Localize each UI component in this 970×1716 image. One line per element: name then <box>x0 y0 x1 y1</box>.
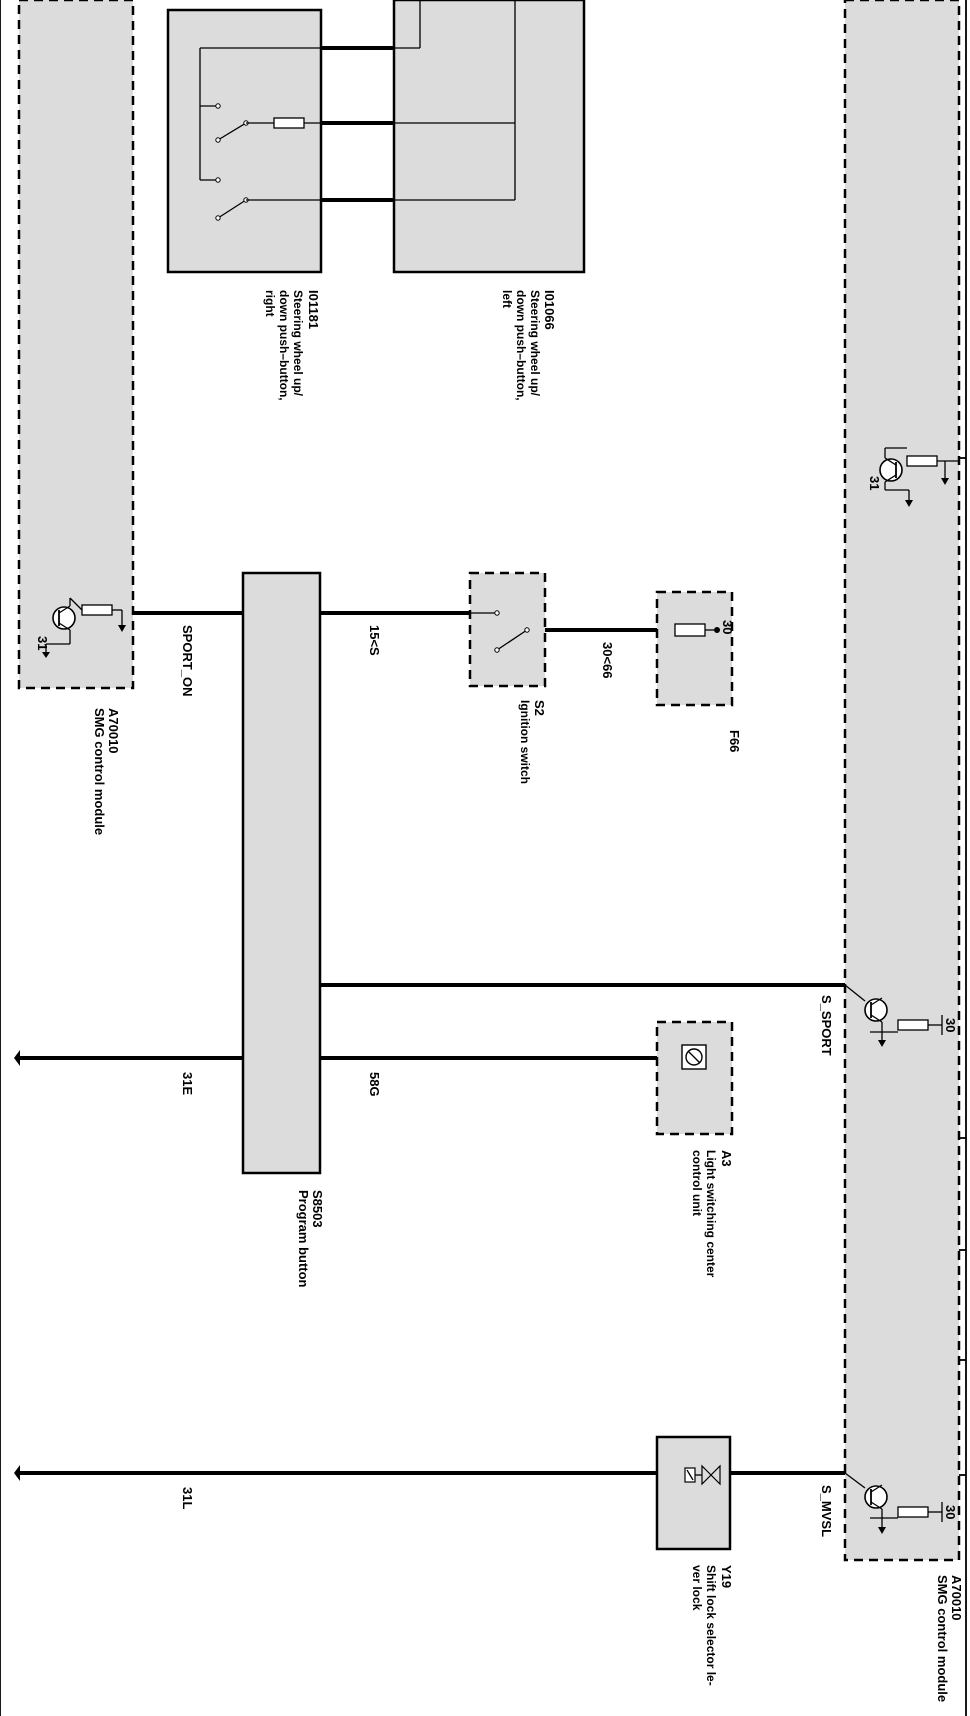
i01066-name-line-2: down push–button, <box>514 290 528 401</box>
resistor-icon <box>273 117 305 129</box>
i01181-box <box>166 8 323 274</box>
wire-label-15s: 15<S <box>367 625 382 656</box>
i01181-name-line-1: Steering wheel up/ <box>291 290 305 397</box>
y19-name-line-2: ver lock <box>690 1565 704 1611</box>
component-i01181 <box>166 8 323 274</box>
transistor-icon <box>864 1484 943 1534</box>
resistor-icon <box>897 1506 929 1518</box>
resistor-icon <box>897 1019 929 1031</box>
y19-box <box>655 1435 732 1551</box>
transistor-icon <box>42 597 126 658</box>
a70010-top-name: SMG control module <box>92 708 107 835</box>
component-y19 <box>655 1435 732 1551</box>
wire-label-58g: 58G <box>367 1072 382 1097</box>
y19-name-line-1: Shift lock selector le- <box>704 1565 718 1686</box>
resistor-icon <box>906 455 938 467</box>
pin-31-b: 31 <box>867 476 882 490</box>
wire-label-31e: 31E <box>180 1072 195 1095</box>
a3-name-line-1: Light switching center <box>704 1150 718 1278</box>
wire-label-s-mvsl: S_MVSL <box>819 1485 834 1537</box>
ground-arrow-icon <box>14 1050 20 1066</box>
pin-30-mvsl: 30 <box>943 1505 958 1519</box>
resistor-icon <box>81 604 113 616</box>
y19-id: Y19 <box>719 1565 734 1588</box>
pin-30-sport: 30 <box>943 1018 958 1032</box>
module-a70010-top-box <box>17 0 135 690</box>
a70010-right-id: A70010 <box>949 1575 964 1621</box>
pin-30-f66: 30 <box>720 620 735 634</box>
transistor-icon <box>879 447 958 507</box>
transistor-icon <box>864 997 943 1047</box>
s2-id: S2 <box>532 700 547 716</box>
a3-box <box>655 1020 734 1136</box>
pin-31-a: 31 <box>35 636 50 650</box>
wire-label-31l: 31L <box>180 1487 195 1509</box>
component-i01066 <box>392 0 586 274</box>
ground-arrow-icon <box>14 1465 20 1481</box>
i01181-id: I01181 <box>306 290 321 329</box>
s8503-id: S8503 <box>310 1190 325 1228</box>
wire-label-s-sport: S_SPORT <box>819 995 834 1056</box>
a70010-right-name: SMG control module <box>935 1575 950 1702</box>
f66-box <box>655 590 734 707</box>
i01181-name-line-3: right <box>263 290 277 317</box>
valve-icon <box>684 1464 721 1486</box>
wire-label-sport-on: SPORT_ON <box>180 625 195 697</box>
i01066-box <box>392 0 586 274</box>
i01066-name-line-1: Steering wheel up/ <box>528 290 542 397</box>
i01181-name-line-2: down push–button, <box>277 290 291 401</box>
a70010-top-id: A70010 <box>106 708 121 754</box>
i01066-id: I01066 <box>542 290 557 330</box>
s2-box <box>468 571 547 688</box>
wire-label-30-66: 30<66 <box>600 642 615 679</box>
component-a3 <box>655 1020 734 1136</box>
module-a70010-right: 31 30 <box>843 0 961 1562</box>
f66-id: F66 <box>727 730 742 752</box>
module-a70010-top: 31 <box>17 0 135 690</box>
component-s2 <box>468 571 547 688</box>
component-s8503-box <box>241 571 322 1175</box>
s8503-name: Program button <box>296 1190 311 1288</box>
module-a70010-right-box <box>843 0 961 1562</box>
fuse-icon <box>674 623 706 637</box>
a3-id: A3 <box>719 1150 734 1167</box>
s2-name: Ignition switch <box>518 700 532 784</box>
component-f66 <box>655 590 734 707</box>
i01066-name-line-3: left <box>500 290 514 308</box>
a3-name-line-2: control unit <box>690 1150 704 1216</box>
